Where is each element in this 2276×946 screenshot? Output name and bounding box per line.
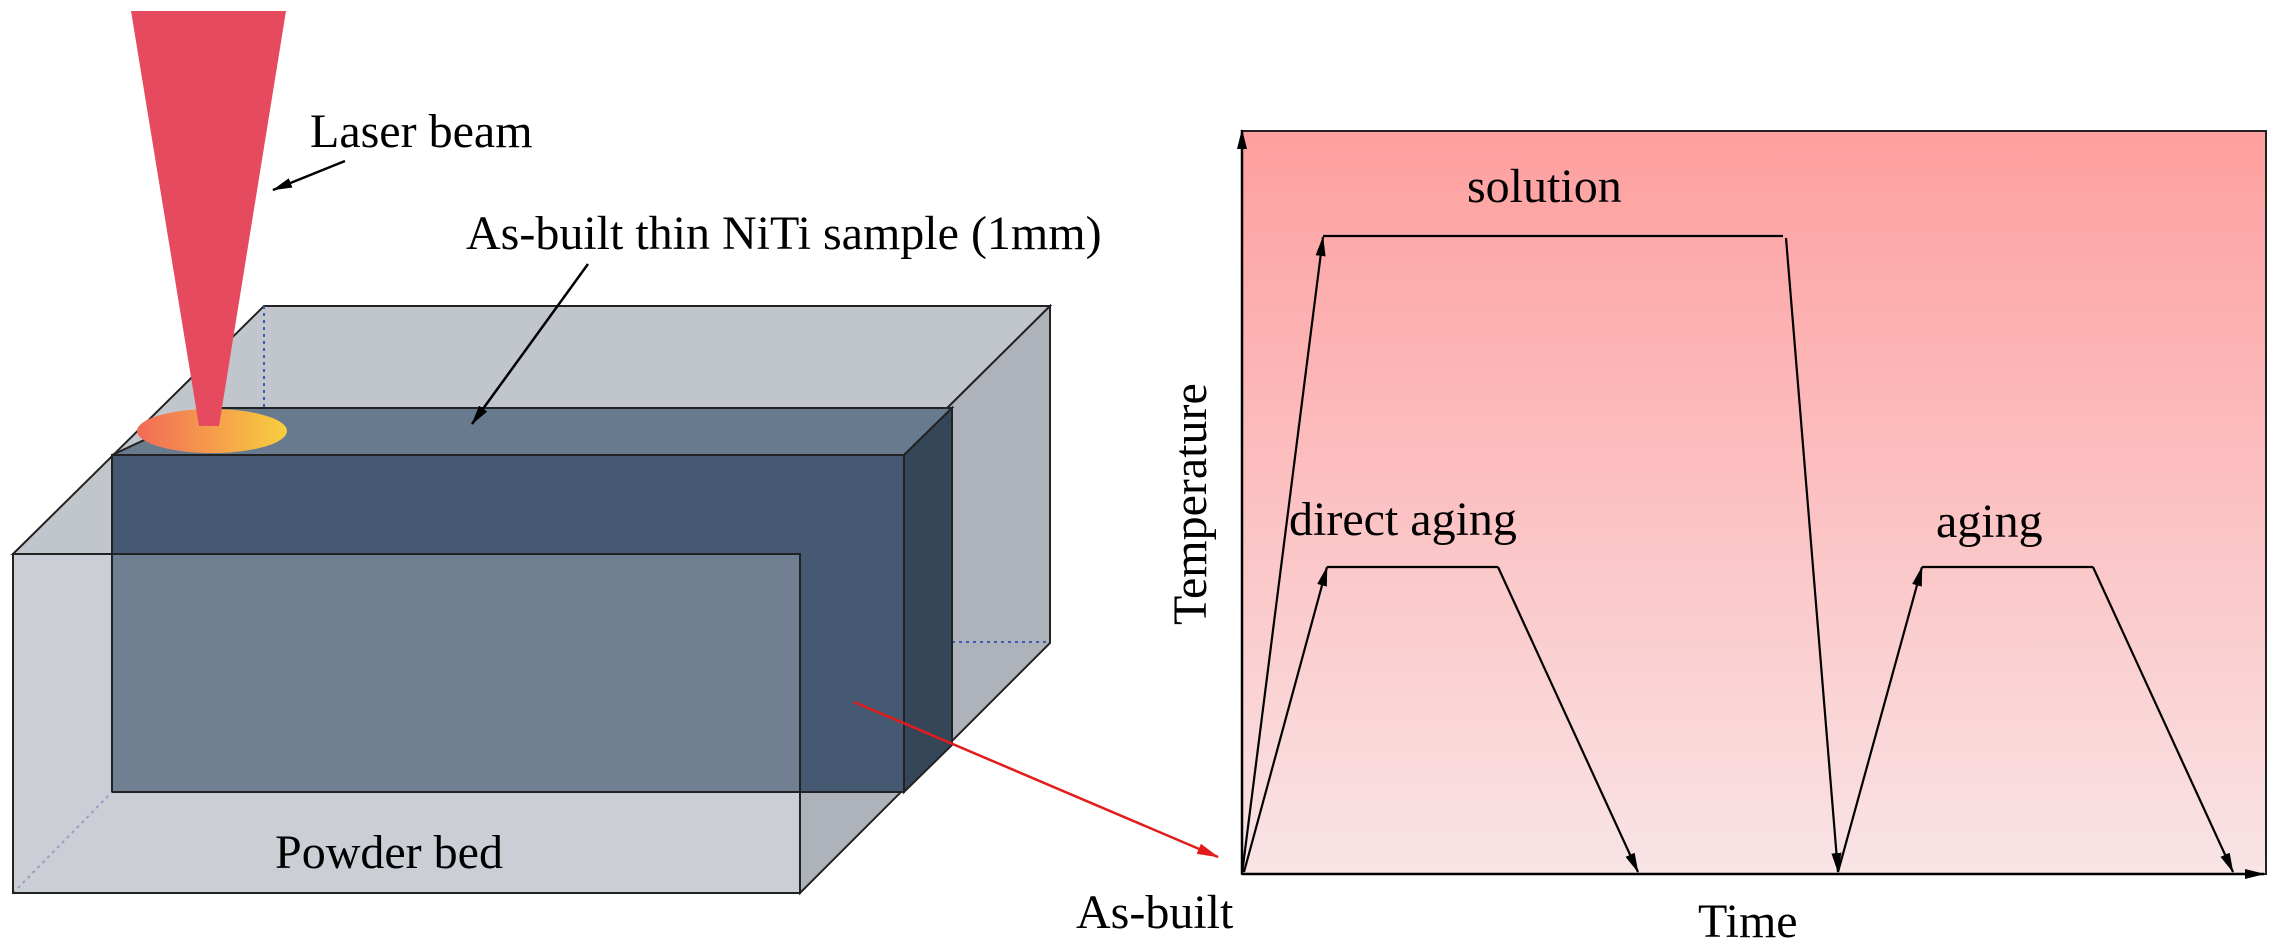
laser-beam-label: Laser beam xyxy=(310,105,533,158)
direct-aging-label: direct aging xyxy=(1289,493,1517,546)
aging-heating xyxy=(1836,566,1924,873)
laser-beam-pointer xyxy=(272,159,346,192)
powder-bed-front-bottom-strip xyxy=(112,792,800,893)
direct-aging-cooling xyxy=(1497,566,1639,873)
powder-bed-front-left-strip xyxy=(13,554,112,893)
sample-pointer xyxy=(470,263,590,425)
temperature-axis-label: Temperature xyxy=(1164,383,1217,625)
solution-cooling xyxy=(1784,237,1842,873)
sample-label: As-built thin NiTi sample (1mm) xyxy=(466,207,1102,260)
profile-background xyxy=(1241,130,2267,875)
heat-treatment-profile: solution direct aging aging Temperature … xyxy=(1076,129,2267,946)
powder-bed-front-outline xyxy=(12,553,801,894)
time-axis-label: Time xyxy=(1698,895,1798,946)
solution-heating xyxy=(1240,236,1326,875)
aging-cooling xyxy=(2092,566,2234,873)
solution-label: solution xyxy=(1467,160,1622,213)
powder-bed-schematic: Laser beam As-built thin NiTi sample (1m… xyxy=(10,11,1102,896)
powder-bed-label: Powder bed xyxy=(275,826,503,879)
sample-to-profile-arrow xyxy=(853,700,1220,859)
direct-aging-heating xyxy=(1242,566,1329,873)
laser-beam xyxy=(131,11,286,426)
laser-spot xyxy=(137,409,287,453)
as-built-label: As-built xyxy=(1076,886,1234,939)
aging-label: aging xyxy=(1936,495,2043,548)
